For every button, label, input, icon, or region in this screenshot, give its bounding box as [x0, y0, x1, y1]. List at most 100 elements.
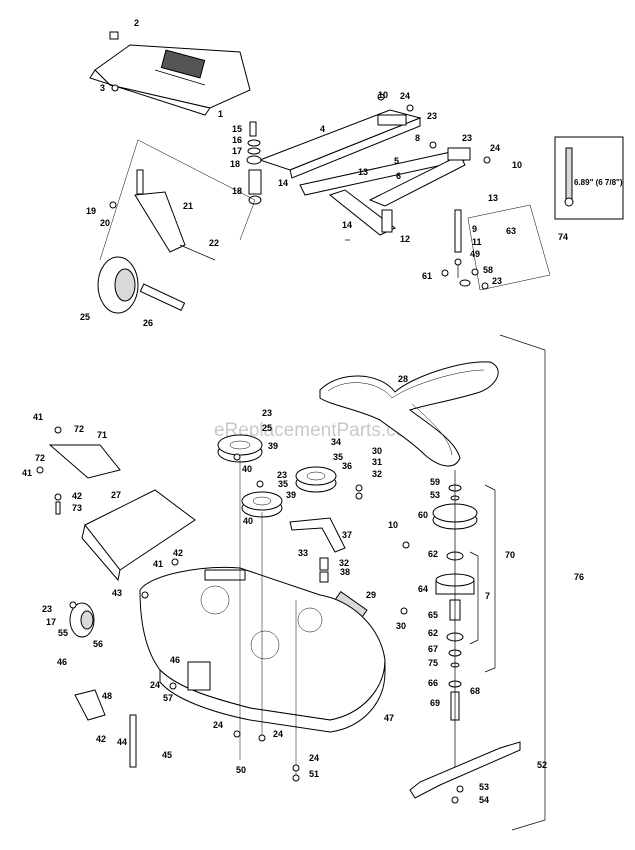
part-label: 53 — [479, 782, 489, 792]
part-label: 23 — [42, 604, 52, 614]
part-label: 40 — [243, 516, 253, 526]
part-label: 25 — [262, 423, 272, 433]
part-label: 14 — [278, 178, 288, 188]
part-label: 17 — [46, 617, 56, 627]
part-label: 58 — [483, 265, 493, 275]
part-label: 35 — [278, 479, 288, 489]
part-label: 60 — [418, 510, 428, 520]
pulley-left-bottom — [241, 491, 283, 518]
part-label: 37 — [342, 530, 352, 540]
spindle-stack-left — [246, 121, 262, 205]
part-label: 43 — [112, 588, 122, 598]
part-label: 29 — [366, 590, 376, 600]
part-label: 23 — [492, 276, 502, 286]
part-label: 18 — [230, 159, 240, 169]
part-label: 35 — [333, 452, 343, 462]
part-label: 1 — [218, 109, 223, 119]
part-label: 38 — [340, 567, 350, 577]
part-label: 45 — [162, 750, 172, 760]
part-label: 41 — [22, 468, 32, 478]
mower-blade — [409, 741, 521, 799]
part-label: 42 — [72, 491, 82, 501]
part-label: 55 — [58, 628, 68, 638]
part-label: 11 — [472, 237, 482, 247]
part-label: 41 — [153, 559, 163, 569]
part-label: 72 — [74, 424, 84, 434]
part-label: 18 — [232, 186, 242, 196]
part-label: 42 — [96, 734, 106, 744]
part-label: 12 — [400, 234, 410, 244]
pulley-center — [295, 466, 337, 493]
spindle-assembly — [432, 470, 478, 770]
belt-shield-plate — [48, 444, 121, 479]
part-label: 59 — [430, 477, 440, 487]
part-label: 64 — [418, 584, 428, 594]
part-label: 32 — [339, 558, 349, 568]
part-label: 57 — [163, 693, 173, 703]
part-label: 8 — [415, 133, 420, 143]
pulley-left-top — [217, 434, 263, 463]
part-label: 46 — [170, 655, 180, 665]
part-label: 34 — [331, 437, 341, 447]
part-label: 10 — [388, 520, 398, 530]
part-label: 13 — [488, 193, 498, 203]
part-label: 27 — [111, 490, 121, 500]
part-label: 31 — [372, 457, 382, 467]
part-label: 49 — [470, 249, 480, 259]
part-label: 46 — [57, 657, 67, 667]
part-label: 15 — [232, 124, 242, 134]
part-label: 68 — [470, 686, 480, 696]
part-label: 62 — [428, 628, 438, 638]
part-label: 76 — [574, 572, 584, 582]
watermark: eReplacementParts.com — [214, 420, 422, 441]
deck-bracket — [74, 689, 106, 721]
mower-deck — [139, 566, 386, 733]
idler-arm — [289, 517, 346, 583]
part-label: 48 — [102, 691, 112, 701]
part-label: 54 — [479, 795, 489, 805]
part-label: 7 — [485, 591, 490, 601]
part-label: 74 — [558, 232, 568, 242]
part-label: 61 — [422, 271, 432, 281]
part-label: 25 — [80, 312, 90, 322]
part-label: 28 — [398, 374, 408, 384]
part-label: 41 — [33, 412, 43, 422]
part-label: 10 — [512, 160, 522, 170]
part-label: 62 — [428, 549, 438, 559]
part-label: 24 — [309, 753, 319, 763]
discharge-chute — [81, 489, 196, 582]
part-label: 23 — [277, 470, 287, 480]
part-label: 65 — [428, 610, 438, 620]
part-label: 32 — [372, 469, 382, 479]
part-label: 40 — [242, 464, 252, 474]
part-label: 51 — [309, 769, 319, 779]
part-label: 22 — [209, 238, 219, 248]
part-label: 69 — [430, 698, 440, 708]
part-label: 23 — [462, 133, 472, 143]
part-label: 30 — [396, 621, 406, 631]
height-adjust-parts — [454, 204, 551, 291]
part-label: 63 — [506, 226, 516, 236]
part-label: 50 — [236, 765, 246, 775]
part-label: 17 — [232, 146, 242, 156]
part-label: 23 — [427, 111, 437, 121]
part-label: 2 — [134, 18, 139, 28]
part-label: 70 — [505, 550, 515, 560]
part-label: 30 — [372, 446, 382, 456]
part-label: 6 — [396, 171, 401, 181]
part-label: 53 — [430, 490, 440, 500]
part-label: 67 — [428, 644, 438, 654]
frame-assembly — [258, 109, 471, 241]
part-label: 16 — [232, 135, 242, 145]
part-label: 26 — [143, 318, 153, 328]
part-label: 24 — [150, 680, 160, 690]
part-label: 52 — [537, 760, 547, 770]
part-label: 33 — [298, 548, 308, 558]
measurement-callout: 6.89" (6 7/8") — [554, 136, 624, 220]
part-label: 56 — [93, 639, 103, 649]
part-label: 19 — [86, 206, 96, 216]
part-label: 39 — [286, 490, 296, 500]
caster-wheel — [97, 256, 186, 314]
